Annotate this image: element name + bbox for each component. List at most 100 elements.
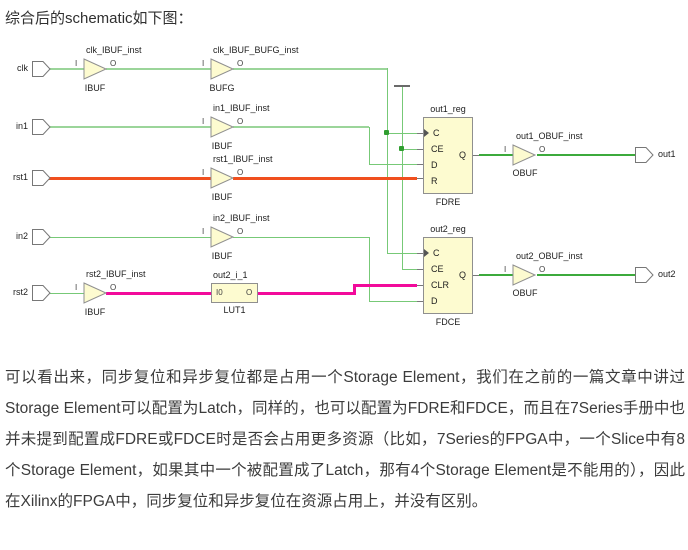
page-title: 综合后的schematic如下图： [5,10,193,27]
junction-dot-clk [384,130,389,135]
wire-vcc-to-fdre-ce [402,149,417,150]
clock-pin-icon [424,129,429,137]
pin-label-o: O [237,59,244,68]
wire-in1-vertical [369,127,370,165]
port-label-rst2: rst2 [12,287,28,297]
instance-type: FDCE [435,317,461,327]
output-port-out2-icon [635,267,654,283]
output-port-out1-icon [635,147,654,163]
wire-rst2-port [49,293,84,294]
pin-label-c: C [433,128,440,138]
ibuf-triangle-icon [210,167,235,189]
instance-name: clk_IBUF_BUFG_inst [213,45,299,55]
vcc-tie-icon [394,85,410,87]
wire-lut-to-fdce-clr [353,284,417,287]
junction-dot-vcc [399,146,404,151]
instance-name: rst1_IBUF_inst [213,154,273,164]
pin-label-d: D [431,296,438,306]
instance-type: IBUF [84,307,106,317]
instance-type: BUFG [209,83,235,93]
pin-label-o: O [237,168,244,177]
fdre-box [423,117,473,194]
pin-label-o: O [237,117,244,126]
obuf-triangle-icon [512,264,537,286]
ibuf-triangle-icon [83,58,108,80]
instance-name: out1_reg [430,104,466,114]
input-port-rst2-icon [32,285,51,301]
fdce-box [423,237,473,314]
input-port-in2-icon [32,229,51,245]
stub-fdre-d [417,164,423,165]
wire-clk-ibuf-bufg [106,68,211,70]
ibuf-triangle-icon [210,116,235,138]
pin-label-i0: I0 [216,288,223,297]
wire-in2-ibuf-out [233,237,369,238]
wire-fdce-q-obuf [479,274,513,276]
pin-label-c: C [433,248,440,258]
instance-name: in2_IBUF_inst [213,213,270,223]
input-port-in1-icon [32,119,51,135]
stub-fdre-r [417,178,423,179]
port-label-out1: out1 [658,149,676,159]
pin-label-o: O [246,288,253,297]
body-paragraph: 可以看出来，同步复位和异步复位都是占用一个Storage Element，我们在… [5,369,685,510]
instance-name: clk_IBUF_inst [86,45,142,55]
pin-label-i: I [202,59,205,68]
pin-label-q: Q [459,270,467,280]
wire-obuf-out1 [537,154,635,156]
wire-lut-vertical [353,284,356,295]
pin-label-i: I [75,59,78,68]
stub-fdce-c [417,253,423,254]
wire-in2-port [49,237,211,238]
pin-label-i: I [202,168,205,177]
port-label-in1: in1 [15,121,28,131]
wire-vcc-to-fdce-ce [402,269,417,270]
stub-fdce-d [417,301,423,302]
bufg-triangle-icon [210,58,235,80]
pin-label-o: O [539,145,546,154]
pin-label-o: O [539,265,546,274]
instance-type: LUT1 [223,305,246,315]
port-label-out2: out2 [658,269,676,279]
pin-label-r: R [431,176,438,186]
ibuf-triangle-icon [83,282,108,304]
instance-type: IBUF [211,192,233,202]
pin-label-i: I [202,117,205,126]
instance-type: OBUF [512,288,538,298]
instance-name: out2_i_1 [213,270,248,280]
wire-clk-bufg-out [233,68,387,70]
wire-clk-vertical [387,68,388,253]
wire-in2-to-fdce-d [369,301,417,302]
pin-label-clr: CLR [431,280,450,290]
port-label-in2: in2 [15,231,28,241]
wire-in2-vertical [369,237,370,302]
stub-fdce-clr [417,285,423,286]
port-label-clk: clk [17,63,28,73]
wire-rst1-to-fdre-r [233,177,417,180]
stub-fdre-c [417,133,423,134]
wire-in1-to-fdre-d [369,164,417,165]
instance-name: in1_IBUF_inst [213,103,270,113]
stub-fdre-q [473,155,479,156]
pin-label-ce: CE [431,264,444,274]
stub-fdce-ce [417,269,423,270]
clock-pin-icon [424,249,429,257]
pin-label-i: I [504,145,507,154]
obuf-triangle-icon [512,144,537,166]
wire-lut-out [258,292,353,295]
input-port-clk-icon [32,61,51,77]
wire-clk-port [49,68,84,70]
wire-in1-ibuf-out [233,126,369,128]
wire-in1-port [49,126,211,128]
instance-type: IBUF [211,141,233,151]
instance-name: out1_OBUF_inst [516,131,583,141]
wire-rst1-port [49,177,211,180]
ibuf-triangle-icon [210,226,235,248]
instance-name: out2_OBUF_inst [516,251,583,261]
pin-label-i: I [75,283,78,292]
pin-label-i: I [504,265,507,274]
pin-label-d: D [431,160,438,170]
lut1-box [211,283,258,303]
wire-obuf-out2 [537,274,635,276]
